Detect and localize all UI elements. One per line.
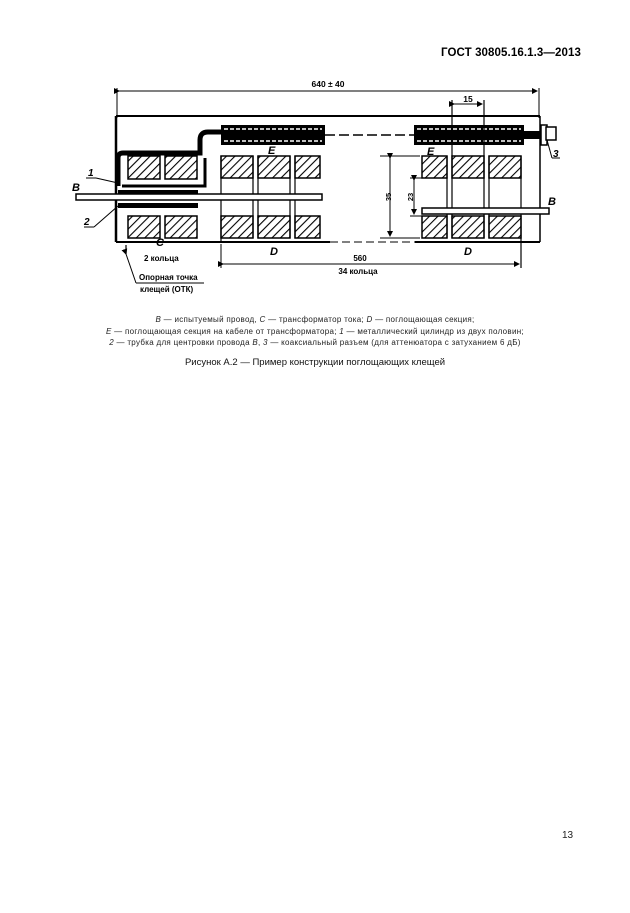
svg-text:3: 3 [553, 149, 559, 160]
svg-text:D: D [270, 246, 278, 258]
cable-loop [115, 129, 221, 188]
legend-text: — испытуемый провод, [161, 315, 260, 324]
svg-text:E: E [268, 145, 276, 157]
legend-symbol: B [155, 315, 162, 324]
legend-symbol: C [259, 315, 266, 324]
svg-text:2 кольца: 2 кольца [144, 254, 179, 263]
legend-symbol: 3 [263, 338, 268, 347]
svg-text:23: 23 [406, 193, 415, 201]
test-wire-b: B B [72, 182, 556, 215]
legend-text: — поглощающая секция; [372, 315, 475, 324]
figure-legend: B — испытуемый провод, C — трансформатор… [60, 314, 570, 349]
legend-symbol: B [252, 338, 258, 347]
svg-text:1: 1 [88, 168, 94, 179]
figure-caption: Рисунок А.2 — Пример конструкции поглоща… [184, 357, 446, 368]
svg-text:E: E [427, 146, 435, 158]
document-header: ГОСТ 30805.16.1.3—2013 [441, 47, 581, 59]
legend-symbol: 2 [109, 338, 114, 347]
legend-symbol: 1 [339, 326, 345, 336]
figure-a2-absorbing-clamp-drawing: 640 ± 40 3 [0, 0, 630, 310]
legend-symbol: D [366, 315, 373, 324]
absorbing-section-e-cable [221, 125, 540, 145]
svg-text:2: 2 [83, 217, 90, 228]
dimension-pitch-15: 15 [449, 94, 483, 107]
absorbing-sections-d-left [220, 155, 321, 242]
svg-text:B: B [72, 182, 80, 194]
legend-symbol: E [105, 326, 112, 336]
legend-text: — металлический цилиндр из двух половин; [344, 326, 524, 336]
reference-point-otk: Опорная точка клещей (ОТК) [121, 245, 204, 294]
dimension-overall: 640 ± 40 [114, 79, 540, 118]
svg-text:34 кольца: 34 кольца [338, 267, 378, 276]
legend-text: — коаксиальный разъем (для аттенюатора с… [267, 338, 521, 347]
legend-text: — поглощающая секция на кабеле от трансф… [111, 326, 340, 336]
component-labels: C D D E E 1 2 2 кольца [83, 145, 472, 263]
svg-text:C: C [156, 237, 165, 249]
legend-line-3: 2 — трубка для центровки провода B, 3 — … [60, 337, 570, 349]
legend-text: — трансформатор тока; [265, 315, 367, 324]
coaxial-connector-3: 3 [540, 124, 560, 160]
legend-text: , [258, 338, 264, 347]
legend-line-2: E — поглощающая секция на кабеле от тран… [60, 326, 570, 338]
page-number: 13 [562, 830, 574, 841]
dimension-span-560: 560 34 кольца [218, 244, 520, 276]
dimension-heights: 35 23 [380, 153, 422, 239]
legend-text: — трубка для центровки провода [114, 338, 253, 347]
legend-line-1: B — испытуемый провод, C — трансформатор… [60, 314, 570, 326]
svg-text:35: 35 [384, 193, 393, 201]
svg-text:15: 15 [463, 94, 473, 104]
svg-text:640 ± 40: 640 ± 40 [311, 79, 344, 89]
svg-text:B: B [548, 196, 556, 208]
svg-text:D: D [464, 246, 472, 258]
svg-text:560: 560 [353, 254, 367, 263]
svg-text:Опорная точка: Опорная точка [139, 273, 198, 282]
current-transformer-c [118, 155, 198, 239]
svg-text:клещей (ОТК): клещей (ОТК) [140, 285, 194, 294]
